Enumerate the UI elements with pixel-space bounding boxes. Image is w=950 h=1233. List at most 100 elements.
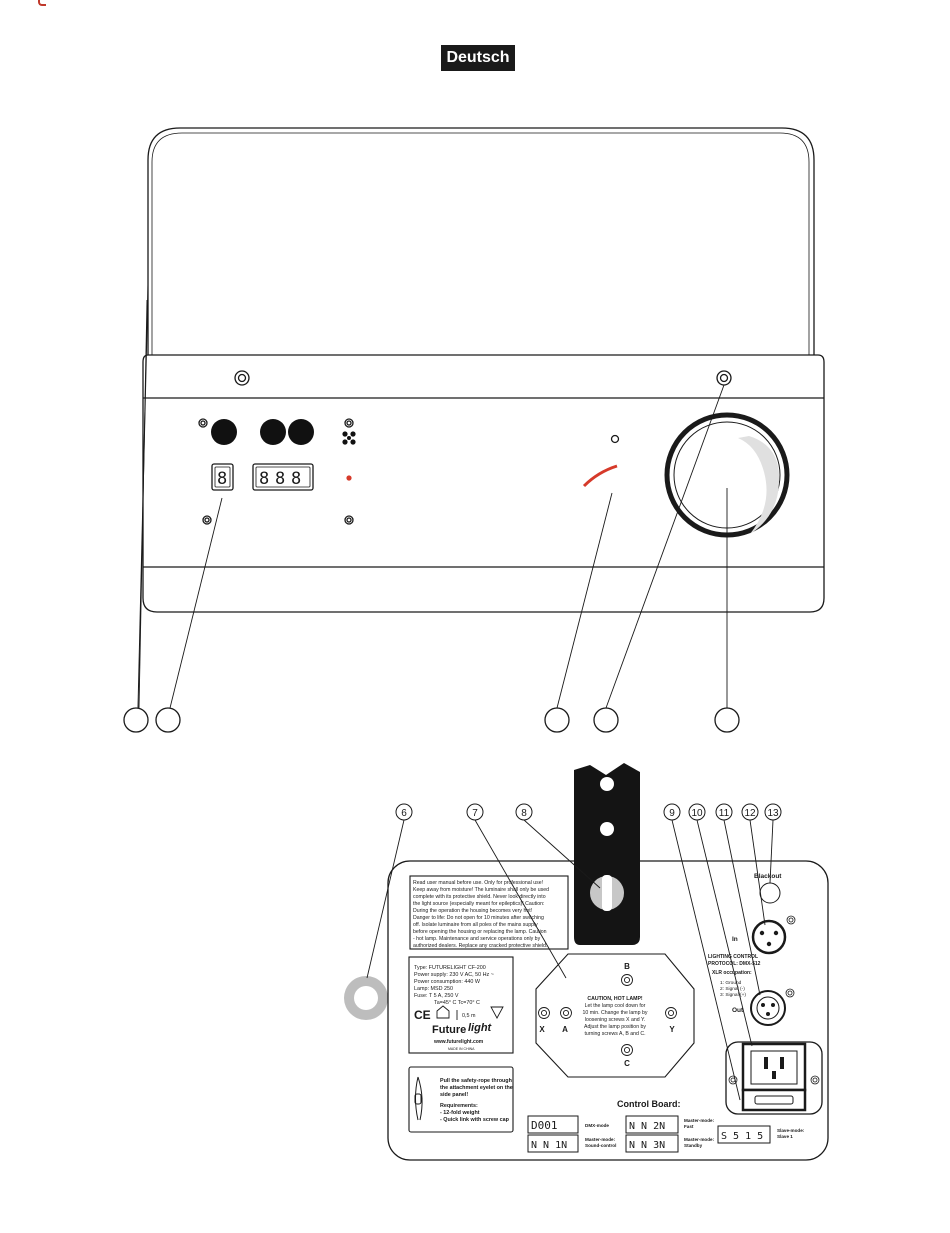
callout-3 (544, 707, 570, 733)
svg-text:off. Isolate luminaire from al: off. Isolate luminaire from all poles of… (413, 922, 538, 928)
warning-triangle-icon (490, 1006, 504, 1019)
svg-text:Master-mode:: Master-mode: (684, 1118, 715, 1123)
mode-labels: DMX-mode Master-mode: Sound-control Mast… (585, 1118, 805, 1148)
display-3 (252, 463, 314, 491)
svg-text:Fuse: T 5 A, 250 V: Fuse: T 5 A, 250 V (414, 993, 459, 999)
svg-text:Read user manual before use. O: Read user manual before use. Only for pr… (413, 880, 543, 886)
screw-y (665, 1007, 677, 1019)
callout-12 (741, 803, 759, 821)
mode-displays: D001 N N 1N N N 2N N N 3N S 5 1 5 (531, 1119, 763, 1151)
svg-text:Slave 1: Slave 1 (777, 1134, 793, 1139)
svg-text:During the operation the housi: During the operation the housing becomes… (413, 908, 532, 914)
brand-future: Future (432, 1024, 466, 1036)
svg-text:Let the lamp cool down for: Let the lamp cool down for (585, 1003, 646, 1009)
svg-text:X: X (539, 1025, 545, 1034)
lens-reflection (738, 436, 780, 534)
screw-x (538, 1007, 550, 1019)
screw-4 (344, 515, 354, 525)
top-screw-left (234, 370, 250, 386)
callout-9 (663, 803, 681, 821)
callout-11 (715, 803, 733, 821)
screw-letters: B X A Y C (539, 962, 675, 1068)
svg-text:N N 1N: N N 1N (531, 1140, 567, 1151)
svg-text:2: Signal (-): 2: Signal (-) (720, 986, 745, 992)
indoor-icon (436, 1005, 450, 1019)
callout-7-label: 7 (472, 808, 478, 819)
callout-10-label: 10 (691, 808, 703, 819)
callout-11-label: 11 (719, 808, 730, 819)
svg-text:the attachment eyelet on the: the attachment eyelet on the (440, 1085, 513, 1091)
mode-display-5 (717, 1125, 771, 1144)
red-arc (582, 464, 618, 488)
svg-text:B: B (624, 962, 630, 971)
svg-text:Type: FUTURELIGHT CF-200: Type: FUTURELIGHT CF-200 (414, 965, 486, 971)
brand-light: light (468, 1022, 493, 1034)
in-label: In (732, 936, 738, 943)
type-label-text: Type: FUTURELIGHT CF-200 Power supply: 2… (414, 965, 494, 1051)
mode-display-2 (527, 1134, 579, 1153)
svg-text:Lamp: MSD 250: Lamp: MSD 250 (414, 986, 453, 992)
warning-text: Read user manual before use. Only for pr… (413, 880, 549, 949)
connector-labels: Blackout In Out LIGHTING CONTROL PROTOCO… (708, 873, 782, 1014)
svg-text:DMX-mode: DMX-mode (585, 1123, 609, 1128)
front-panel (142, 354, 825, 613)
mode-display-4 (625, 1134, 679, 1153)
corner-mark (38, 0, 46, 6)
svg-text:Master-mode:: Master-mode: (684, 1137, 715, 1142)
xlr-in (751, 919, 787, 955)
svg-text:the light source (especially m: the light source (especially meant for e… (413, 901, 544, 907)
blackout-label: Blackout (754, 873, 782, 880)
callout-4 (593, 707, 619, 733)
callout-10 (688, 803, 706, 821)
svg-text:Slave-mode:: Slave-mode: (777, 1128, 805, 1133)
svg-text:side panel!: side panel! (440, 1092, 468, 1098)
svg-text:N N 2N: N N 2N (629, 1121, 665, 1132)
svg-text:C: C (624, 1059, 630, 1068)
callout-7 (466, 803, 484, 821)
screw-3 (202, 515, 212, 525)
svg-text:Y: Y (669, 1025, 675, 1034)
callout-8 (515, 803, 533, 821)
callout-13-label: 13 (767, 808, 779, 819)
svg-text:- 12-fold weight: - 12-fold weight (440, 1110, 480, 1116)
svg-text:turning screws A, B and C.: turning screws A, B and C. (584, 1031, 645, 1037)
callout-5 (714, 707, 740, 733)
rear-view (344, 763, 829, 1161)
mode-display-3 (625, 1115, 679, 1134)
svg-text:Pull the safety-rope through: Pull the safety-rope through (440, 1078, 512, 1084)
control-board-title: Control Board: (617, 1099, 681, 1109)
svg-text:before opening the housing or: before opening the housing or replacing … (413, 929, 547, 935)
housing-top-inner (151, 132, 810, 355)
svg-text:8: 8 (275, 469, 285, 489)
callout-numbers: 6 7 8 9 10 11 12 13 (401, 808, 779, 819)
callout-12-label: 12 (744, 808, 756, 819)
xlr-out (750, 990, 786, 1026)
callout-6-label: 6 (401, 808, 407, 819)
svg-text:MADE IN CHINA: MADE IN CHINA (448, 1047, 475, 1051)
callout-8-label: 8 (521, 808, 527, 819)
screw-b (621, 974, 633, 986)
type-label-box (408, 956, 514, 1054)
svg-text:LIGHTING CONTROL: LIGHTING CONTROL (708, 954, 758, 960)
screw-1 (198, 418, 208, 428)
svg-text:Standby: Standby (684, 1143, 703, 1148)
svg-text:Ta=45° C Tc=70° C: Ta=45° C Tc=70° C (434, 1000, 480, 1006)
svg-text:10 min. Change the lamp by: 10 min. Change the lamp by (583, 1010, 648, 1016)
callout-6 (395, 803, 413, 821)
svg-text:www.futurelight.com: www.futurelight.com (433, 1039, 484, 1045)
svg-text:S 5 1 5: S 5 1 5 (721, 1131, 763, 1142)
svg-text:D001: D001 (531, 1119, 558, 1132)
screw-a (560, 1007, 572, 1019)
svg-text:8: 8 (259, 469, 269, 489)
xlr-out-screw (785, 988, 795, 998)
indicator-ring (610, 434, 620, 444)
mounting-bracket (574, 763, 640, 945)
svg-text:Power consumption: 440 W: Power consumption: 440 W (414, 979, 481, 985)
knob-3 (288, 419, 314, 445)
svg-text:- Quick link with screw cap: - Quick link with screw cap (440, 1117, 510, 1123)
svg-text:complete with its protective s: complete with its protective shield. Nev… (413, 894, 546, 900)
svg-text:8: 8 (217, 469, 227, 489)
screw-c (621, 1044, 633, 1056)
svg-text:N N 3N: N N 3N (629, 1140, 665, 1151)
lamp-caution-text: CAUTION, HOT LAMP! Let the lamp cool dow… (583, 996, 648, 1037)
